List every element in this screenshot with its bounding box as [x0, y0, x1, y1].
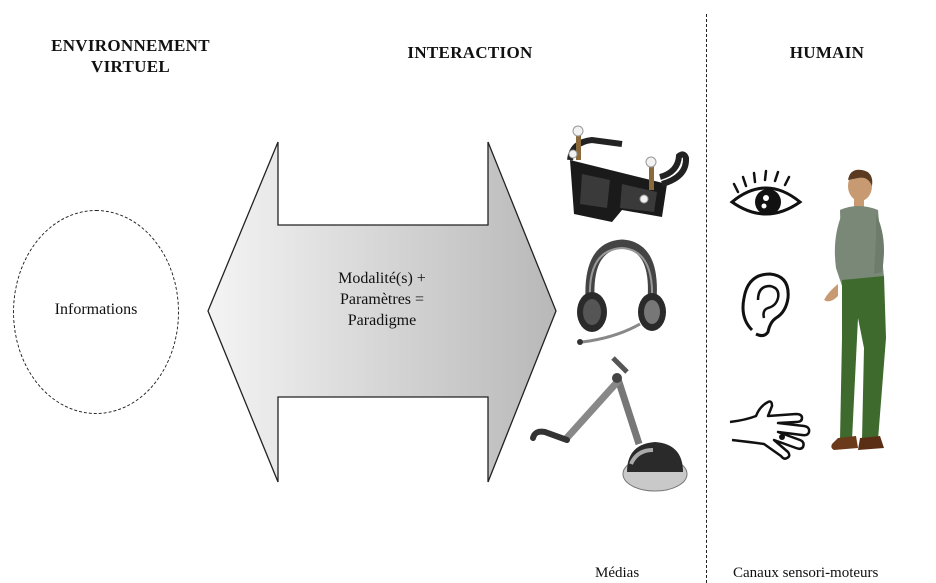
human-figure-icon [824, 169, 886, 450]
headset-icon [577, 239, 666, 345]
arrow-text-line1: Modalité(s) + [338, 270, 426, 287]
eye-icon [729, 169, 803, 216]
ear-icon [741, 272, 790, 338]
haptic-arm-icon [530, 356, 688, 492]
information-label: Informations [54, 301, 138, 318]
arrow-text-line3: Paradigme [347, 312, 417, 329]
header-environment-line1: ENVIRONNEMENT [51, 36, 210, 55]
header-environment: ENVIRONNEMENT VIRTUEL [18, 35, 243, 77]
header-environment-line2: VIRTUEL [91, 57, 170, 76]
header-human: HUMAIN [789, 43, 865, 62]
media-caption: Médias [595, 565, 640, 581]
information-ellipse [13, 210, 179, 414]
header-interaction: INTERACTION [407, 43, 533, 62]
arrow-text: Modalité(s) + Paramètres = Paradigme [292, 268, 472, 331]
column-divider [706, 14, 707, 583]
double-arrow-shape [207, 141, 557, 483]
stereo-glasses-icon [567, 125, 690, 222]
arrow-text-line2: Paramètres = [339, 291, 425, 308]
channels-caption: Canaux sensori-moteurs [733, 565, 879, 581]
hand-icon [729, 400, 811, 460]
